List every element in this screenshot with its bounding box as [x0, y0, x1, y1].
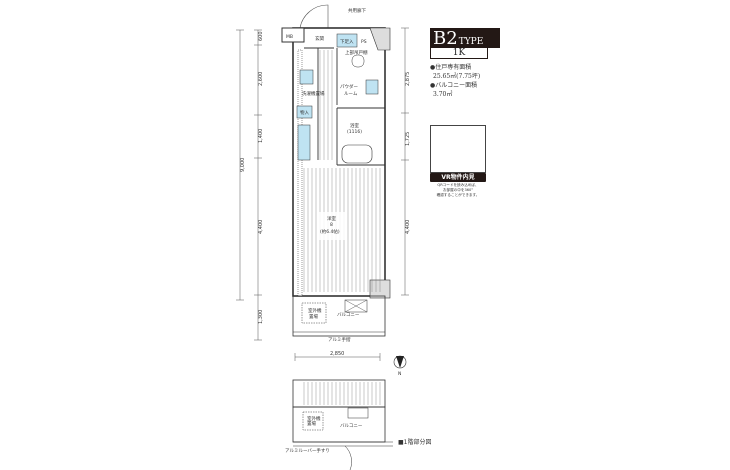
dim-right-4400: 4,400 — [405, 220, 411, 234]
entrance-door-swing — [299, 4, 329, 29]
label-mb: MB — [286, 34, 293, 40]
dim-left-9000: 9,000 — [240, 158, 246, 172]
layout-type: 1K — [430, 48, 488, 59]
north-label: N — [398, 371, 401, 377]
dimension-right — [401, 27, 409, 296]
dim-left-600: 600 — [258, 31, 264, 41]
label-ps: PS — [361, 39, 367, 45]
label-upper-cabinet: 上部吊戸棚 — [345, 49, 368, 56]
washbasin — [365, 79, 379, 95]
label-partial-ac-2: 置場 — [307, 420, 316, 427]
area-info: ●住戸専有面積 25.65㎡(7.75坪) ●バルコニー面積 3.70㎡ — [430, 63, 500, 99]
balcony-area-value: 3.70㎡ — [433, 91, 453, 98]
toilet — [351, 54, 365, 68]
label-washer: 洗濯機置場 — [302, 90, 325, 97]
label-bathroom-1: 浴室 — [350, 122, 359, 129]
dimension-left — [236, 29, 262, 341]
label-balcony: バルコニー — [337, 312, 360, 318]
label-partial-ac-1: 室外機 — [307, 415, 321, 422]
label-bathroom-2: (1116) — [347, 129, 362, 135]
partial-plan — [292, 379, 393, 470]
label-powder-room-1: パウダー — [340, 83, 358, 90]
corridor-label: 共用廊下 — [348, 7, 366, 14]
dim-bottom-2850: 2,850 — [330, 351, 344, 357]
storage-closet — [296, 105, 313, 119]
partial-flooring-pattern — [303, 382, 381, 405]
dim-right-1725: 1,725 — [405, 132, 411, 146]
label-aluminum-rail: アルミ手摺 — [328, 336, 351, 343]
kitchen-sink — [299, 69, 314, 85]
info-panel: B2 TYPE 1K ●住戸専有面積 25.65㎡(7.75坪) ●バルコニー面… — [430, 28, 500, 99]
north-arrow-icon — [393, 355, 407, 369]
balcony — [292, 295, 386, 337]
balcony-area-label: ●バルコニー面積 — [430, 82, 478, 89]
vr-text-line: 確認することができます。 — [436, 193, 480, 197]
partial-plan-label: ■1階部分図 — [398, 439, 432, 446]
flooring-pattern — [303, 50, 381, 292]
label-powder-room-2: ルーム — [344, 91, 358, 97]
qr-code-placeholder[interactable] — [430, 125, 486, 173]
interior-walls — [304, 47, 385, 166]
area-value: 25.65㎡(7.75坪) — [433, 73, 481, 80]
label-storage: 物入 — [300, 109, 309, 116]
label-western-room-tatami: (約6.4帖) — [320, 228, 340, 235]
vr-title: VR物件内見 — [430, 173, 486, 182]
closet-fixture — [297, 124, 311, 161]
label-partial-balcony: バルコニー — [340, 423, 363, 429]
type-code: B2 — [433, 28, 458, 49]
dim-right-2875: 2,875 — [405, 72, 411, 86]
label-partial-rail: アルミルーバー手すり — [285, 447, 330, 454]
label-shoe-storage: 下足入 — [340, 39, 354, 45]
label-ac-unit-2: 置場 — [309, 313, 318, 320]
bathtub — [341, 144, 373, 164]
ac-unit-area — [344, 299, 368, 313]
dim-left-2600: 2,600 — [258, 72, 264, 86]
dim-left-1400: 1,400 — [258, 129, 264, 143]
label-entrance: 玄関 — [315, 35, 324, 42]
vr-text-line: QRコードを読み込めば、 — [437, 183, 479, 187]
vr-tour-info: VR物件内見 QRコードを読み込めば、 お部屋の中を360° 確認することができ… — [430, 173, 486, 198]
shoe-storage — [336, 33, 358, 48]
type-word: TYPE — [458, 37, 484, 47]
label-western-room-size: 8 — [330, 222, 333, 228]
type-badge: B2 TYPE — [430, 28, 500, 48]
label-western-room: 洋室 — [327, 215, 336, 222]
dim-left-1300: 1,300 — [258, 310, 264, 324]
dim-left-4400: 4,400 — [258, 220, 264, 234]
dimension-bottom — [294, 353, 381, 361]
vr-text-line: お部屋の中を360° — [442, 188, 474, 192]
label-ac-unit-1: 室外機 — [308, 307, 322, 314]
area-label: ●住戸専有面積 — [430, 64, 472, 71]
